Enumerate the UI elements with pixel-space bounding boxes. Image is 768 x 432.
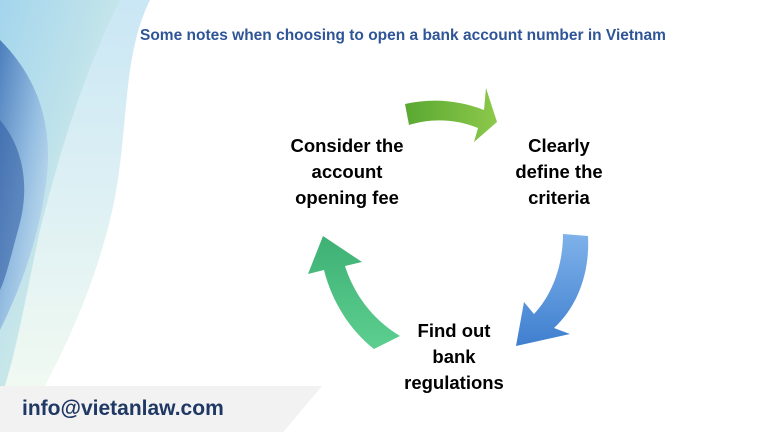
step-line: Consider the (290, 135, 404, 156)
step-line: Find out (417, 320, 491, 341)
step-line: opening fee (295, 187, 399, 208)
arrow-regulations-to-fee (308, 236, 400, 349)
step-line: Clearly (528, 135, 590, 156)
step-define-criteria: Clearly define the criteria (488, 133, 630, 211)
step-line: bank (432, 346, 476, 367)
step-consider-fee: Consider the account opening fee (268, 133, 426, 211)
arrow-fee-to-criteria (405, 88, 497, 142)
page-title: Some notes when choosing to open a bank … (140, 27, 666, 44)
arrow-criteria-to-regulations (516, 234, 589, 346)
step-line: account (311, 161, 383, 182)
footer-band (0, 386, 322, 432)
step-find-regulations: Find out bank regulations (378, 318, 530, 396)
contact-email[interactable]: info@vietanlaw.com (22, 397, 224, 420)
step-line: regulations (404, 372, 504, 393)
step-line: criteria (528, 187, 590, 208)
step-line: define the (515, 161, 603, 182)
